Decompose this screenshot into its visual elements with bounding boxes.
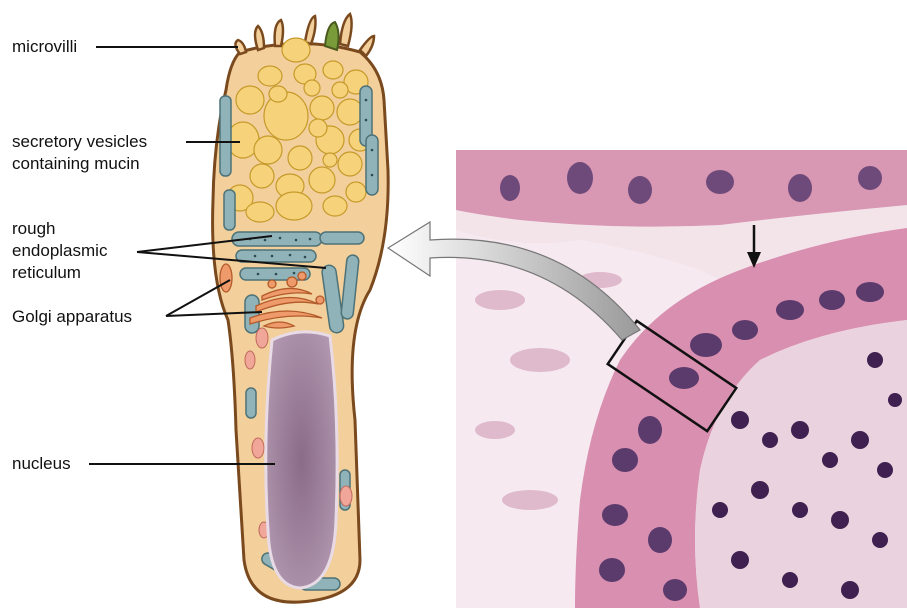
goblet-cell [213,14,389,602]
micrograph-panel [456,150,907,608]
label-secretory-vesicles: secretory vesicles containing mucin [12,131,147,175]
label-microvilli: microvilli [12,36,77,58]
label-golgi: Golgi apparatus [12,306,132,328]
label-nucleus: nucleus [12,453,71,475]
label-rough-er: rough endoplasmic reticulum [12,218,107,284]
